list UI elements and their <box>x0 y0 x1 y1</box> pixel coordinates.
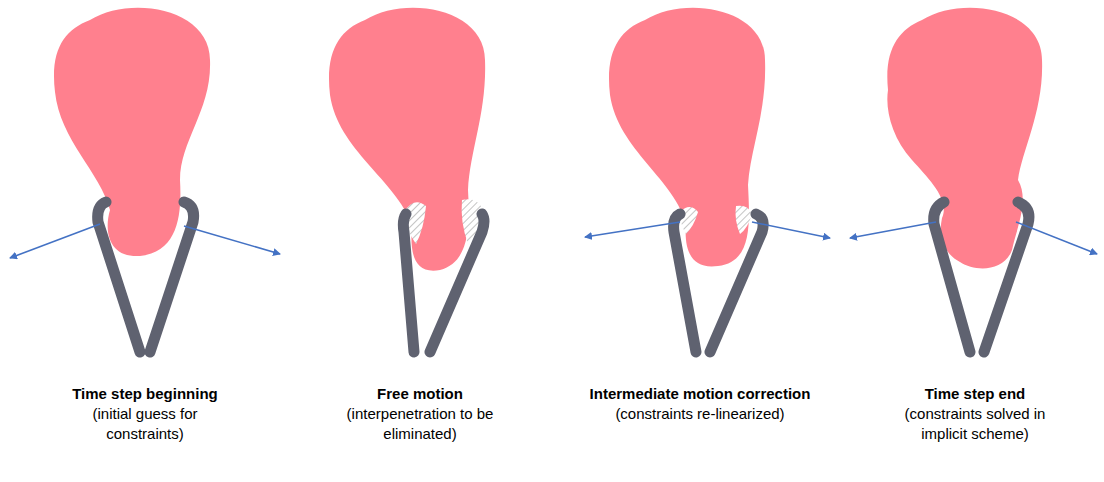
step-note: (initial guess for constraints) <box>70 404 220 444</box>
step-note: (interpenetration to be eliminated) <box>345 404 495 444</box>
interpenetration <box>736 206 753 234</box>
step-note: (constraints re-linearized) <box>600 404 800 424</box>
gripper <box>403 214 484 352</box>
panel-3 <box>585 8 830 352</box>
step-title: Intermediate motion correction <box>590 384 811 404</box>
step-title: Free motion <box>377 384 463 404</box>
step-title: Time step beginning <box>72 384 218 404</box>
step-title: Time step end <box>925 384 1026 404</box>
force-arrows <box>850 222 1097 254</box>
panel-2 <box>329 8 485 352</box>
gripper <box>934 202 1029 352</box>
panel-4 <box>850 8 1097 352</box>
panel-1 <box>10 8 280 352</box>
gripper <box>674 214 764 352</box>
gripper <box>98 202 194 352</box>
force-arrows <box>10 224 280 258</box>
step-note: (constraints solved in implicit scheme) <box>890 404 1060 444</box>
soft-body <box>887 8 1042 269</box>
force-arrows <box>585 222 830 238</box>
soft-body <box>54 8 210 256</box>
soft-body <box>609 8 765 267</box>
